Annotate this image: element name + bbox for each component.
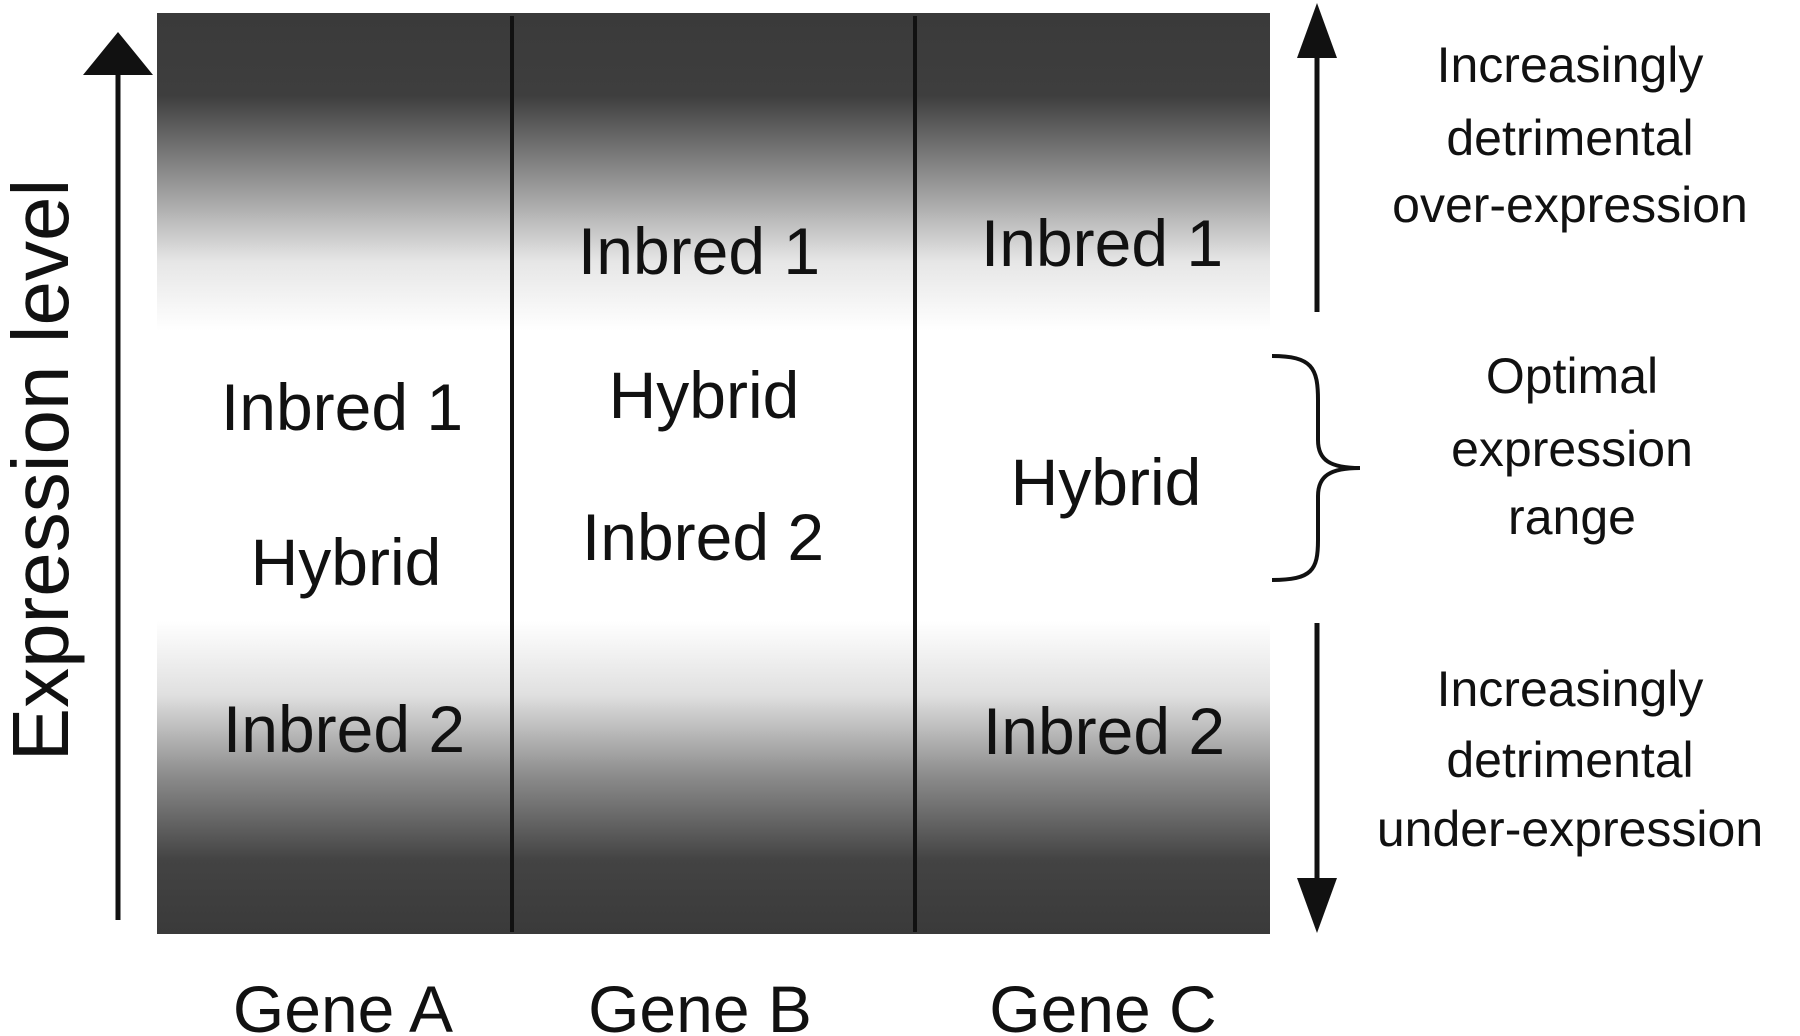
optimal-line-2: expression [1451, 421, 1693, 477]
gene-b-inbred-2: Inbred 2 [582, 500, 824, 574]
gene-c-inbred-2: Inbred 2 [983, 694, 1225, 768]
over-expression-arrow [1297, 3, 1337, 312]
over-expression-annotation: Increasingly detrimental over-expression [1392, 37, 1748, 233]
expression-gradient-block [157, 13, 1270, 934]
gene-c-hybrid: Hybrid [1011, 445, 1202, 519]
optimal-line-1: Optimal [1486, 348, 1658, 404]
gene-a-inbred-1: Inbred 1 [221, 370, 463, 444]
under-expression-arrow [1297, 623, 1337, 933]
gene-c-label: Gene C [989, 972, 1216, 1036]
gene-b-inbred-1: Inbred 1 [578, 214, 820, 288]
expression-axis-arrow [83, 32, 153, 920]
under-line-3: under-expression [1377, 801, 1763, 857]
gene-b-hybrid: Hybrid [609, 358, 800, 432]
gene-c-inbred-1: Inbred 1 [981, 206, 1223, 280]
over-line-3: over-expression [1392, 177, 1748, 233]
over-line-2: detrimental [1446, 110, 1693, 166]
under-line-1: Increasingly [1437, 661, 1704, 717]
optimal-line-3: range [1508, 489, 1636, 545]
gene-a-hybrid: Hybrid [251, 525, 442, 599]
gene-b-label: Gene B [588, 972, 812, 1036]
over-line-1: Increasingly [1437, 37, 1704, 93]
optimal-range-brace [1271, 354, 1361, 582]
axis-title: Expression level [0, 179, 85, 762]
under-line-2: detrimental [1446, 732, 1693, 788]
under-expression-annotation: Increasingly detrimental under-expressio… [1377, 661, 1763, 857]
gene-a-label: Gene A [233, 972, 453, 1036]
gene-a-inbred-2: Inbred 2 [223, 692, 465, 766]
optimal-range-annotation: Optimal expression range [1451, 348, 1693, 545]
